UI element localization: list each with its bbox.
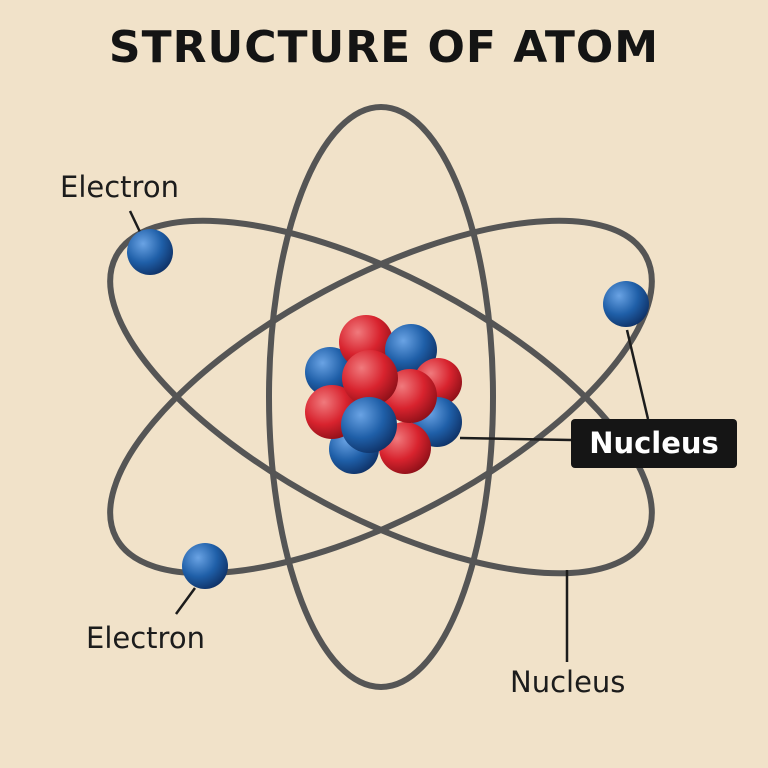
proton xyxy=(342,350,398,406)
leader-electron-top xyxy=(128,210,142,233)
leader-lines xyxy=(128,210,650,662)
electron-top-left xyxy=(127,229,173,275)
electron-label-top: Electron xyxy=(60,170,179,204)
orbit-vertical xyxy=(266,104,496,690)
orbit-tilted-down xyxy=(107,217,655,577)
page-title: STRUCTURE OF ATOM xyxy=(108,22,660,73)
nucleus-label-box: Nucleus xyxy=(571,419,737,468)
leader-electron-bottom xyxy=(174,587,197,615)
orbits xyxy=(107,104,655,690)
neutron xyxy=(341,397,397,453)
neutron xyxy=(305,347,355,397)
leader-electron-right xyxy=(625,329,650,420)
orbit-tilted-up xyxy=(107,217,655,577)
leader-nucleus-box xyxy=(459,436,572,442)
nucleus-label-bottom: Nucleus xyxy=(510,665,626,699)
electron-right xyxy=(603,281,649,327)
electrons xyxy=(127,229,649,589)
electron-label-bottom: Electron xyxy=(86,621,205,655)
nucleus xyxy=(305,315,462,474)
electron-bottom-left xyxy=(182,543,228,589)
